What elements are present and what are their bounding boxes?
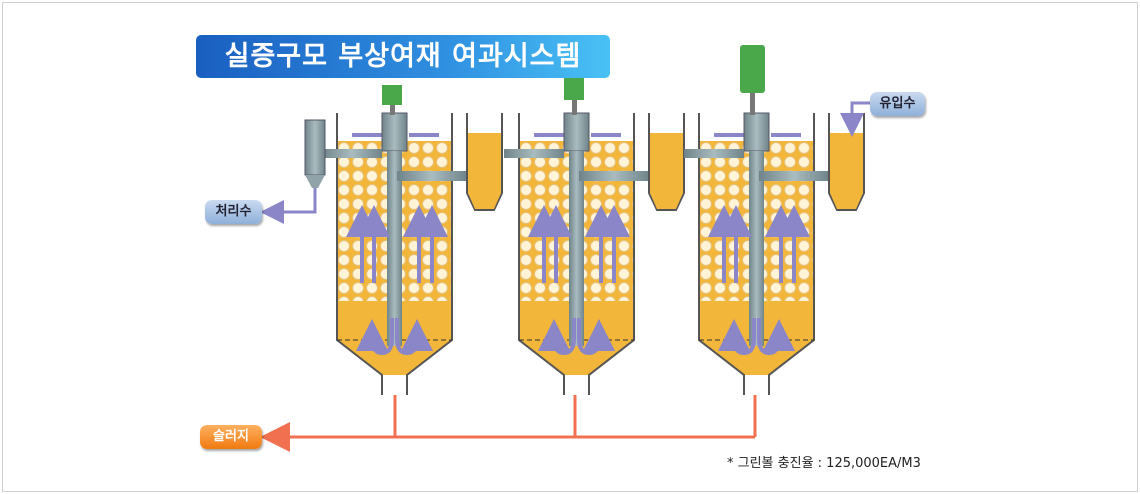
- tank-1: [322, 85, 502, 395]
- tank-2: [504, 78, 684, 395]
- fill-rate-note: * 그린볼 충진율 : 125,000EA/M3: [727, 456, 921, 471]
- treated-water-label: 처리수: [205, 200, 262, 224]
- motor-icon: [564, 78, 584, 100]
- sludge-label: 슬러지: [200, 425, 262, 449]
- motor-icon: [382, 85, 402, 105]
- page-title: 실증구모 부상여재 여과시스템: [196, 35, 610, 78]
- motor-icon: [740, 45, 765, 93]
- influent-label: 유입수: [870, 92, 925, 116]
- tank-3: [684, 45, 864, 395]
